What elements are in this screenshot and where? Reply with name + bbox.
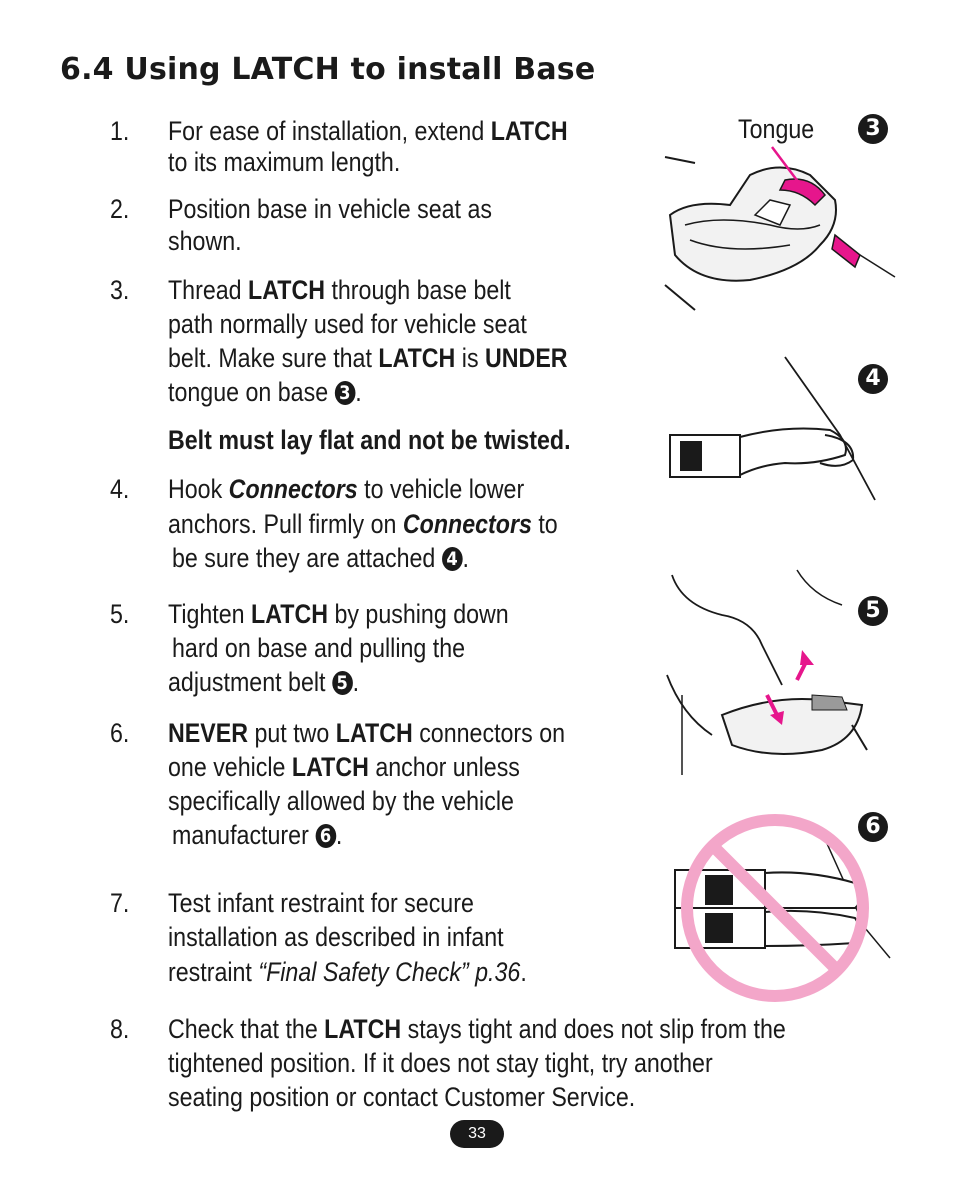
step-1-line-1: For ease of installation, extend LATCH bbox=[168, 116, 568, 146]
step-7-number: 7. bbox=[110, 888, 130, 918]
step-8-line-3: seating position or contact Customer Ser… bbox=[168, 1082, 636, 1112]
tongue-label: Tongue bbox=[738, 114, 815, 144]
page-number: 33 bbox=[450, 1120, 504, 1148]
step-6-line-1: NEVER put two LATCH connectors on bbox=[168, 718, 566, 748]
step-1-line-2: to its maximum length. bbox=[168, 147, 401, 177]
page-heading: 6.4 Using LATCH to install Base bbox=[60, 52, 596, 87]
prohibited-circle-icon bbox=[681, 814, 869, 1002]
figure-ref-3-icon: 3 bbox=[334, 381, 356, 405]
figure-5-tighten-illustration bbox=[666, 569, 868, 775]
step-3-warning: Belt must lay flat and not be twisted. bbox=[168, 425, 571, 455]
step-5-number: 5. bbox=[110, 599, 130, 629]
figure-3-base-illustration bbox=[664, 146, 896, 311]
step-6-line-2: one vehicle LATCH anchor unless bbox=[168, 752, 520, 782]
figure-4-connector-illustration bbox=[669, 356, 876, 501]
step-4-number: 4. bbox=[110, 474, 130, 504]
step-3-line-4: tongue on base 3. bbox=[168, 377, 362, 407]
step-1-number: 1. bbox=[110, 116, 130, 146]
step-3-line-2: path normally used for vehicle seat bbox=[168, 309, 527, 339]
step-4-line-1: Hook Connectors to vehicle lower bbox=[168, 474, 525, 504]
figure-ref-6-icon: 6 bbox=[315, 824, 336, 848]
step-6-line-4: manufacturer 6. bbox=[172, 820, 343, 850]
figure-6-prohibited-illustration bbox=[674, 814, 891, 1002]
step-7-line-1: Test infant restraint for secure bbox=[168, 888, 474, 918]
step-6-line-3: specifically allowed by the vehicle bbox=[168, 786, 514, 816]
figure-3-badge: 3 bbox=[858, 114, 888, 144]
step-5-line-1: Tighten LATCH by pushing down bbox=[168, 599, 509, 629]
step-2-line-1: Position base in vehicle seat as bbox=[168, 194, 492, 224]
step-4-line-3: be sure they are attached 4. bbox=[172, 543, 469, 573]
step-2-line-2: shown. bbox=[168, 226, 242, 256]
step-3-line-1: Thread LATCH through base belt bbox=[168, 275, 511, 305]
step-8-line-1: Check that the LATCH stays tight and doe… bbox=[168, 1014, 786, 1044]
step-3-number: 3. bbox=[110, 275, 130, 305]
figure-ref-4-icon: 4 bbox=[441, 547, 463, 571]
step-3-line-3: belt. Make sure that LATCH is UNDER bbox=[168, 343, 568, 373]
step-4-line-2: anchors. Pull firmly on Connectors to bbox=[168, 509, 558, 539]
step-2-number: 2. bbox=[110, 194, 130, 224]
step-8-number: 8. bbox=[110, 1014, 130, 1044]
figure-5-badge: 5 bbox=[858, 596, 888, 626]
figure-ref-5-icon: 5 bbox=[331, 671, 353, 695]
step-5-line-3: adjustment belt 5. bbox=[168, 667, 360, 697]
step-8-line-2: tightened position. If it does not stay … bbox=[168, 1048, 713, 1078]
step-7-line-3: restraint “Final Safety Check” p.36. bbox=[168, 957, 527, 987]
figure-4-badge: 4 bbox=[858, 364, 888, 394]
step-6-number: 6. bbox=[110, 718, 130, 748]
step-5-line-2: hard on base and pulling the bbox=[172, 633, 466, 663]
figure-6-badge: 6 bbox=[858, 812, 888, 842]
step-7-line-2: installation as described in infant bbox=[168, 922, 504, 952]
